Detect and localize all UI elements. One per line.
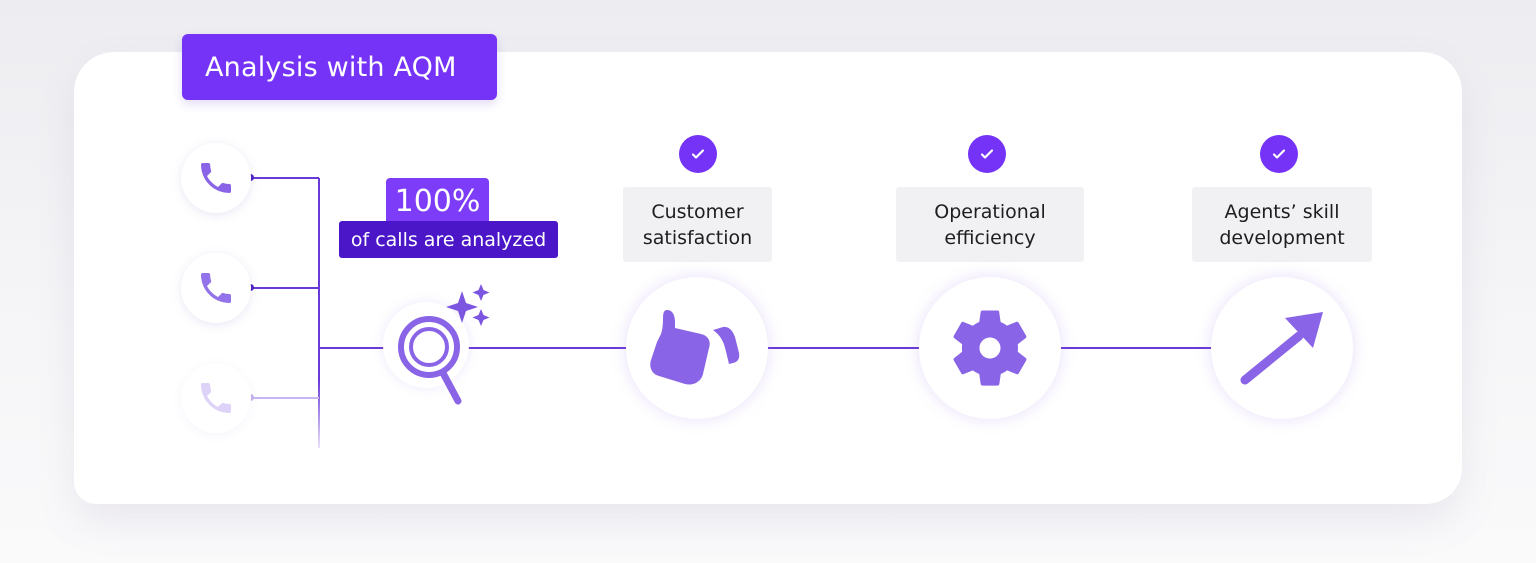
stat-caption: of calls are analyzed [339,221,558,258]
outcome-node-customer-satisfaction [626,277,768,419]
outcome-label-customer-satisfaction: Customer satisfaction [623,187,772,262]
stat-value: 100% [386,178,489,225]
outcome-node-operational-efficiency [919,277,1061,419]
check-icon [968,135,1006,173]
branch-line-1 [251,177,319,179]
magnifier-sparkles-icon [398,284,490,405]
check-icon [679,135,717,173]
thumbs-up-icon [650,310,740,385]
call-source-1 [181,143,251,213]
outcome-label-operational-efficiency: Operational efficiency [896,187,1084,262]
phone-icon [201,163,231,193]
title-text: Analysis with AQM [205,51,457,83]
diagram-card [74,52,1462,504]
arrow-up-right-icon [1240,312,1323,385]
title-badge: Analysis with AQM [182,34,497,100]
branch-line-3 [251,397,319,399]
trunk-line [318,178,320,448]
gear-icon [953,310,1027,386]
main-flow-line [318,347,1218,349]
call-source-2 [181,253,251,323]
phone-icon [201,383,231,413]
outcome-node-agents-skill-development [1211,277,1353,419]
outcome-label-agents-skill-development: Agents’ skill development [1192,187,1372,262]
check-icon [1260,135,1298,173]
call-source-3 [181,363,251,433]
branch-line-2 [251,287,319,289]
phone-icon [201,273,231,303]
